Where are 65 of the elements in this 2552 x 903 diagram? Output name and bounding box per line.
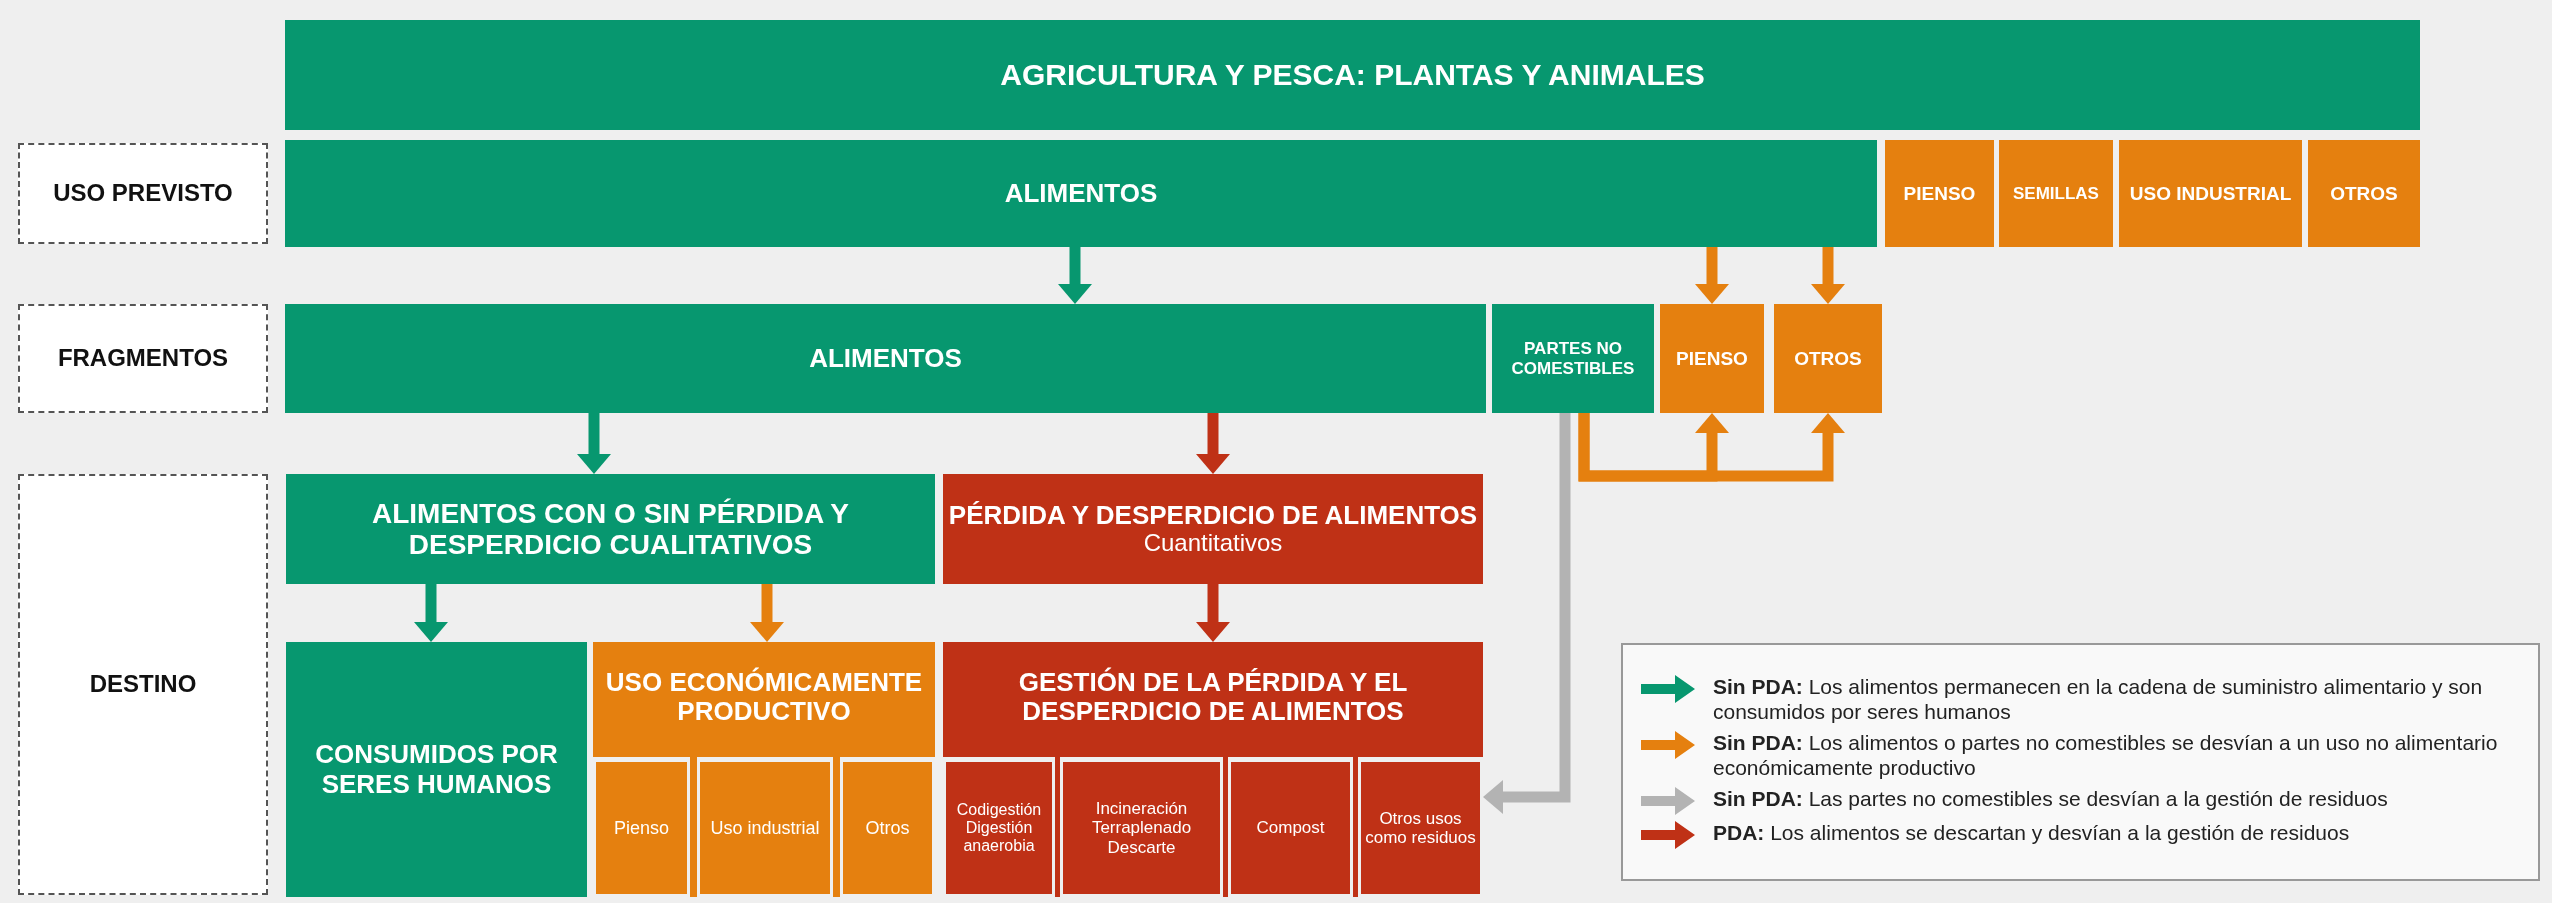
box-label: Otros usos como residuos	[1365, 808, 1476, 848]
arrow	[1058, 247, 1092, 304]
box-label: OTROS	[1794, 347, 1862, 370]
arrow	[750, 584, 784, 642]
box-label: Uso industrial	[710, 817, 820, 839]
category-box	[1774, 304, 1882, 413]
category-box	[1660, 304, 1764, 413]
category-box	[943, 474, 1483, 584]
arrow	[577, 413, 611, 474]
box-label: USO INDUSTRIAL	[2129, 182, 2292, 205]
box-label: CONSUMIDOS POR SERES HUMANOS	[314, 740, 559, 799]
box-label: ALIMENTOS CON O SIN PÉRDIDA Y DESPERDICIO CUALITATIVOS	[370, 497, 851, 561]
category-box	[286, 474, 935, 584]
category-box	[1492, 304, 1654, 413]
category-box	[1999, 140, 2113, 247]
box-label: AGRICULTURA Y PESCA: PLANTAS Y ANIMALES	[1000, 58, 1705, 92]
dashed-stage-box	[18, 304, 268, 413]
category-cell	[1358, 757, 1483, 897]
category-cell	[943, 757, 1055, 897]
box-label: SEMILLAS	[2013, 184, 2099, 203]
category-box	[2119, 140, 2302, 247]
arrow	[1578, 413, 1845, 482]
box-label: ALIMENTOS	[1004, 178, 1158, 209]
box-label: ALIMENTOS	[809, 343, 962, 374]
category-cell	[1228, 757, 1353, 897]
legend-text: PDA: Los alimentos se descartan y desvían a la gestión de residuos	[1713, 820, 2350, 846]
box-label: PARTES NO COMESTIBLES	[1510, 339, 1636, 378]
category-cell	[1060, 757, 1223, 897]
category-cell	[697, 757, 833, 897]
box-label: OTROS	[2330, 182, 2398, 205]
box-label: USO PREVISTO	[53, 180, 233, 207]
category-box	[1885, 140, 1994, 247]
box-label: PIENSO	[1903, 182, 1976, 205]
box-subtitle: Cuantitativos	[1143, 530, 1283, 557]
box-label: USO ECONÓMICAMENTE PRODUCTIVO	[604, 667, 924, 727]
arrow	[1811, 247, 1845, 304]
box-label: GESTIÓN DE LA PÉRDIDA Y EL DESPERDICIO DE ALIMENTOS	[1017, 667, 1409, 727]
arrow	[1483, 413, 1571, 814]
category-cell	[840, 757, 935, 897]
box-label: Otros	[865, 817, 910, 839]
arrow	[414, 584, 448, 642]
category-box	[285, 20, 2420, 130]
dashed-stage-box	[18, 143, 268, 244]
category-box	[2308, 140, 2420, 247]
category-box	[593, 642, 935, 897]
box-label: PIENSO	[1676, 347, 1748, 370]
box-label: DESTINO	[89, 671, 197, 698]
box-label: Incineración Terraplenado Descarte	[1090, 799, 1193, 857]
arrow	[1196, 584, 1230, 642]
box-label: Codigestión Digestión anaerobia	[955, 801, 1043, 855]
category-box	[286, 642, 587, 897]
category-box	[943, 642, 1483, 897]
box-label: PÉRDIDA Y DESPERDICIO DE ALIMENTOS	[948, 501, 1478, 531]
box-label: FRAGMENTOS	[57, 345, 229, 372]
legend-text: Sin PDA: Los alimentos o partes no comestibles se desvían a un uso no alimentario económicamente productivo	[1713, 731, 2499, 781]
category-box	[285, 140, 1877, 247]
box-label: Compost	[1256, 818, 1325, 838]
arrow	[1695, 247, 1729, 304]
dashed-stage-box	[18, 474, 268, 895]
category-cell	[593, 757, 690, 897]
category-box	[285, 304, 1486, 413]
legend-text: Sin PDA: Los alimentos permanecen en la cadena de suministro alimentario y son consumidos por seres humanos	[1713, 675, 2484, 725]
box-label: Pienso	[613, 817, 669, 839]
legend-text: Sin PDA: Las partes no comestibles se desvían a la gestión de residuos	[1713, 786, 2388, 812]
arrow	[1196, 413, 1230, 474]
